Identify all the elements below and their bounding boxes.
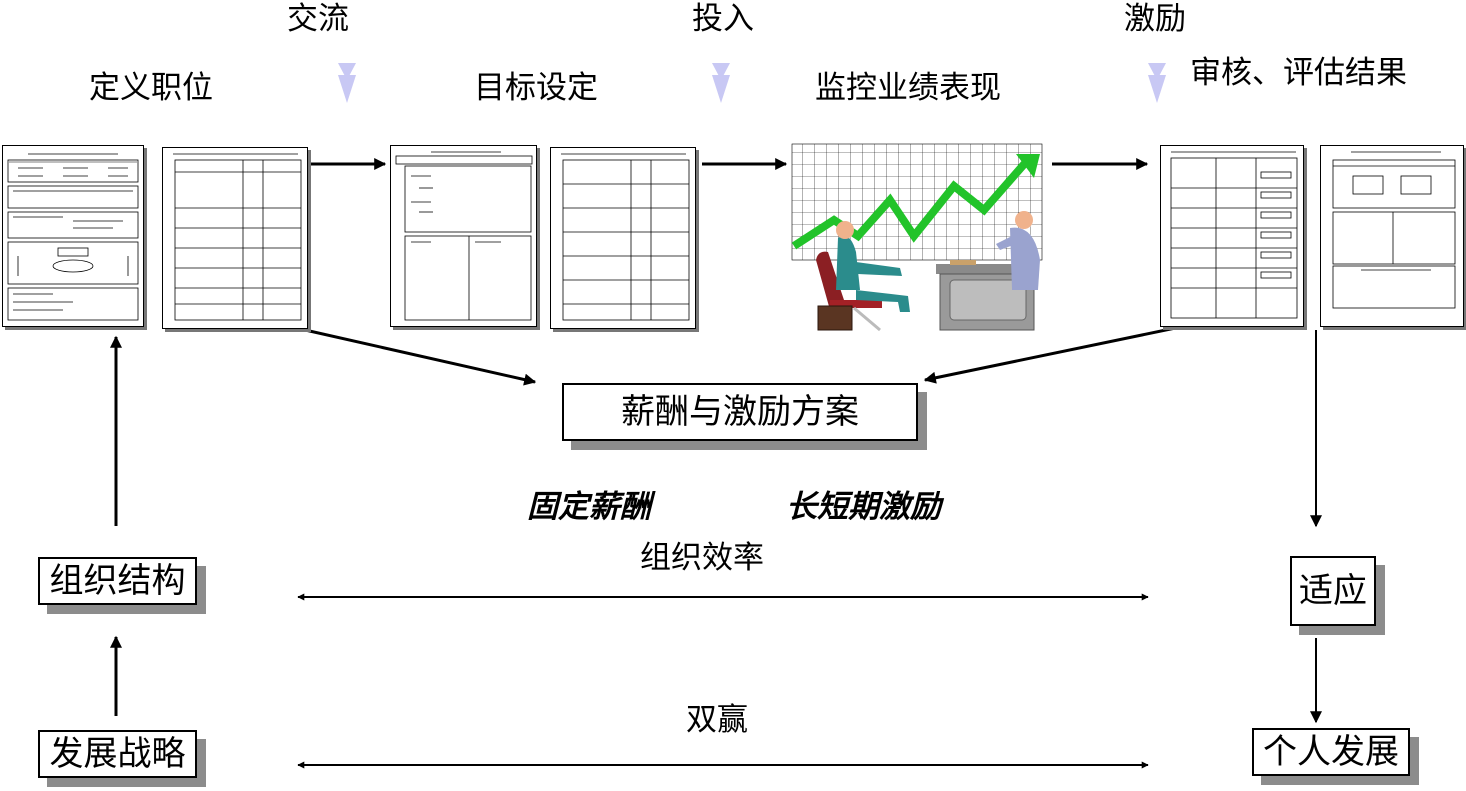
growth-line	[791, 159, 1030, 250]
arrow-to-compensation-right	[923, 323, 1191, 384]
document-form-icon	[550, 147, 696, 329]
label-fixed-compensation: 固定薪酬	[527, 489, 651, 525]
personal-development-box: 个人发展	[1252, 728, 1410, 776]
label-org-efficiency: 组织效率	[640, 540, 764, 576]
document-form-icon	[1160, 145, 1304, 327]
label-goal-setting: 目标设定	[474, 70, 598, 106]
label-monitor-performance: 监控业绩表现	[815, 70, 1001, 106]
label-review-results: 审核、评估结果	[1190, 55, 1407, 91]
dev-strategy-box: 发展战略	[38, 730, 197, 778]
document-form-icon	[162, 147, 308, 329]
label-incentive: 激励	[1124, 1, 1186, 37]
label-win-win: 双赢	[686, 702, 748, 738]
arrow-to-compensation-left	[282, 323, 537, 386]
label-long-short-incentive: 长短期激励	[786, 489, 941, 525]
adapt-box: 适应	[1290, 556, 1376, 626]
org-structure-box: 组织结构	[38, 557, 197, 605]
label-define-position: 定义职位	[89, 70, 213, 106]
document-form-icon	[390, 145, 537, 327]
label-communicate: 交流	[287, 1, 349, 37]
growth-chart-meeting-icon	[790, 140, 1052, 335]
document-form-icon	[2, 145, 144, 327]
compensation-incentive-box: 薪酬与激励方案	[562, 383, 918, 441]
document-form-icon	[1320, 145, 1464, 327]
label-invest: 投入	[692, 1, 754, 37]
